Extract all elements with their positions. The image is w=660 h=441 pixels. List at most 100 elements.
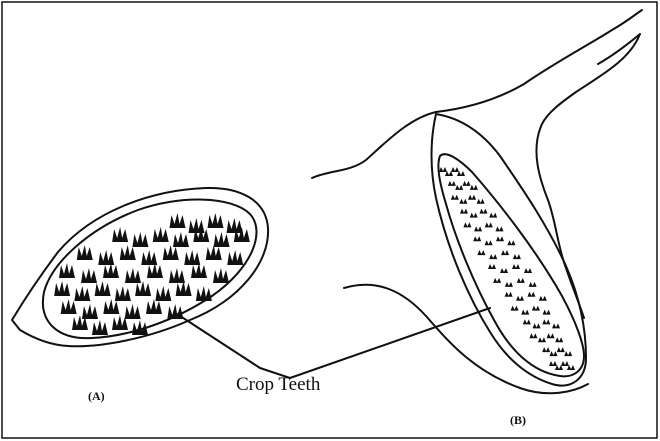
tooth-cluster-a <box>59 263 75 278</box>
tooth-cluster-b <box>470 213 478 218</box>
tooth-cluster-b <box>451 195 459 200</box>
tooth-cluster-b <box>451 167 459 172</box>
tooth-cluster-a <box>163 245 179 260</box>
tooth-cluster-a <box>147 263 163 278</box>
tooth-cluster-a <box>206 245 222 260</box>
tooth-cluster-b <box>474 226 482 231</box>
tooth-cluster-a <box>155 286 171 301</box>
tooth-cluster-b <box>501 250 509 255</box>
tooth-cluster-a <box>189 218 205 233</box>
tooth-cluster-b <box>513 254 521 259</box>
tooth-cluster-a <box>227 250 243 265</box>
tooth-cluster-a <box>132 232 148 247</box>
tooth-cluster-a <box>103 299 119 314</box>
tooth-cluster-a <box>132 320 148 335</box>
tooth-cluster-a <box>141 250 157 265</box>
tooth-cluster-b <box>488 264 496 269</box>
tooth-cluster-a <box>54 281 70 296</box>
tooth-cluster-b <box>493 278 501 283</box>
tooth-cluster-a <box>61 299 77 314</box>
tooth-cluster-a <box>208 213 224 228</box>
tooth-cluster-b <box>463 181 471 186</box>
tooth-cluster-b <box>517 278 525 283</box>
tooth-cluster-b <box>459 199 467 204</box>
tooth-cluster-b <box>460 209 468 214</box>
tooth-cluster-b <box>533 323 541 328</box>
tooth-cluster-b <box>529 282 537 287</box>
tooth-cluster-a <box>184 250 200 265</box>
tooth-cluster-b <box>552 323 560 328</box>
tooth-cluster-b <box>448 181 456 186</box>
tooth-cluster-b <box>511 306 519 311</box>
tooth-cluster-b <box>500 268 508 273</box>
tooth-cluster-b <box>505 282 513 287</box>
tooth-cluster-a <box>103 263 119 278</box>
tooth-cluster-a <box>77 245 93 260</box>
tooth-cluster-a <box>125 304 141 319</box>
tooth-cluster-a <box>153 227 169 242</box>
tooth-cluster-a <box>81 268 97 283</box>
tooth-cluster-b <box>468 195 476 200</box>
tooth-cluster-a <box>112 227 128 242</box>
tooth-cluster-a <box>176 281 192 296</box>
tooth-cluster-b <box>496 236 504 241</box>
tooth-cluster-a <box>115 286 131 301</box>
tooth-cluster-b <box>521 310 529 315</box>
tooth-cluster-b <box>564 351 572 356</box>
tooth-cluster-b <box>557 347 565 352</box>
tooth-cluster-a <box>98 250 114 265</box>
tooth-cluster-b <box>455 185 463 190</box>
tooth-cluster-b <box>542 319 550 324</box>
tooth-cluster-b <box>495 226 503 231</box>
tooth-cluster-b <box>523 319 531 324</box>
pointer-line-to-b <box>290 308 490 378</box>
neck-outline-left <box>436 10 642 112</box>
tooth-cluster-b <box>524 268 532 273</box>
tooth-cluster-a <box>191 263 207 278</box>
tooth-cluster-b <box>505 292 513 297</box>
tooth-cluster-a <box>227 218 243 233</box>
tooth-cluster-b <box>463 222 471 227</box>
tooth-cluster-a <box>95 281 111 296</box>
tooth-cluster-a <box>120 245 136 260</box>
tooth-cluster-b <box>538 337 546 342</box>
tooth-cluster-b <box>529 333 537 338</box>
tooth-cluster-b <box>489 254 497 259</box>
label-b: (B) <box>510 413 526 427</box>
label-a: (A) <box>88 389 105 403</box>
body-contour-lower <box>344 285 588 394</box>
pointer-line-to-a <box>174 312 290 378</box>
tooth-cluster-b <box>542 347 550 352</box>
crop-a-teeth <box>54 213 250 335</box>
tooth-cluster-b <box>477 199 485 204</box>
tooth-cluster-b <box>555 337 563 342</box>
tooth-cluster-a <box>82 304 98 319</box>
tooth-cluster-a <box>92 320 108 335</box>
tooth-cluster-a <box>74 286 90 301</box>
tooth-cluster-b <box>516 296 524 301</box>
tooth-cluster-b <box>473 236 481 241</box>
panel-b-crop <box>312 10 642 393</box>
tooth-cluster-a <box>170 213 186 228</box>
tooth-cluster-a <box>196 286 212 301</box>
tooth-cluster-b <box>485 222 493 227</box>
tooth-cluster-b <box>561 361 569 366</box>
tooth-cluster-b <box>479 209 487 214</box>
tooth-cluster-a <box>213 268 229 283</box>
tooth-cluster-a <box>135 281 151 296</box>
tooth-cluster-a <box>214 232 230 247</box>
tooth-cluster-b <box>549 351 557 356</box>
tooth-cluster-b <box>489 213 497 218</box>
tooth-cluster-a <box>169 268 185 283</box>
pointer-label: Crop Teeth <box>236 374 321 395</box>
neck-outline-right <box>536 34 640 318</box>
tooth-cluster-b <box>477 250 485 255</box>
panel-a-crop <box>12 188 268 346</box>
tooth-cluster-b <box>532 306 540 311</box>
body-contour-left <box>312 112 436 178</box>
tooth-cluster-a <box>146 299 162 314</box>
tooth-cluster-b <box>547 333 555 338</box>
tooth-cluster-b <box>539 296 547 301</box>
